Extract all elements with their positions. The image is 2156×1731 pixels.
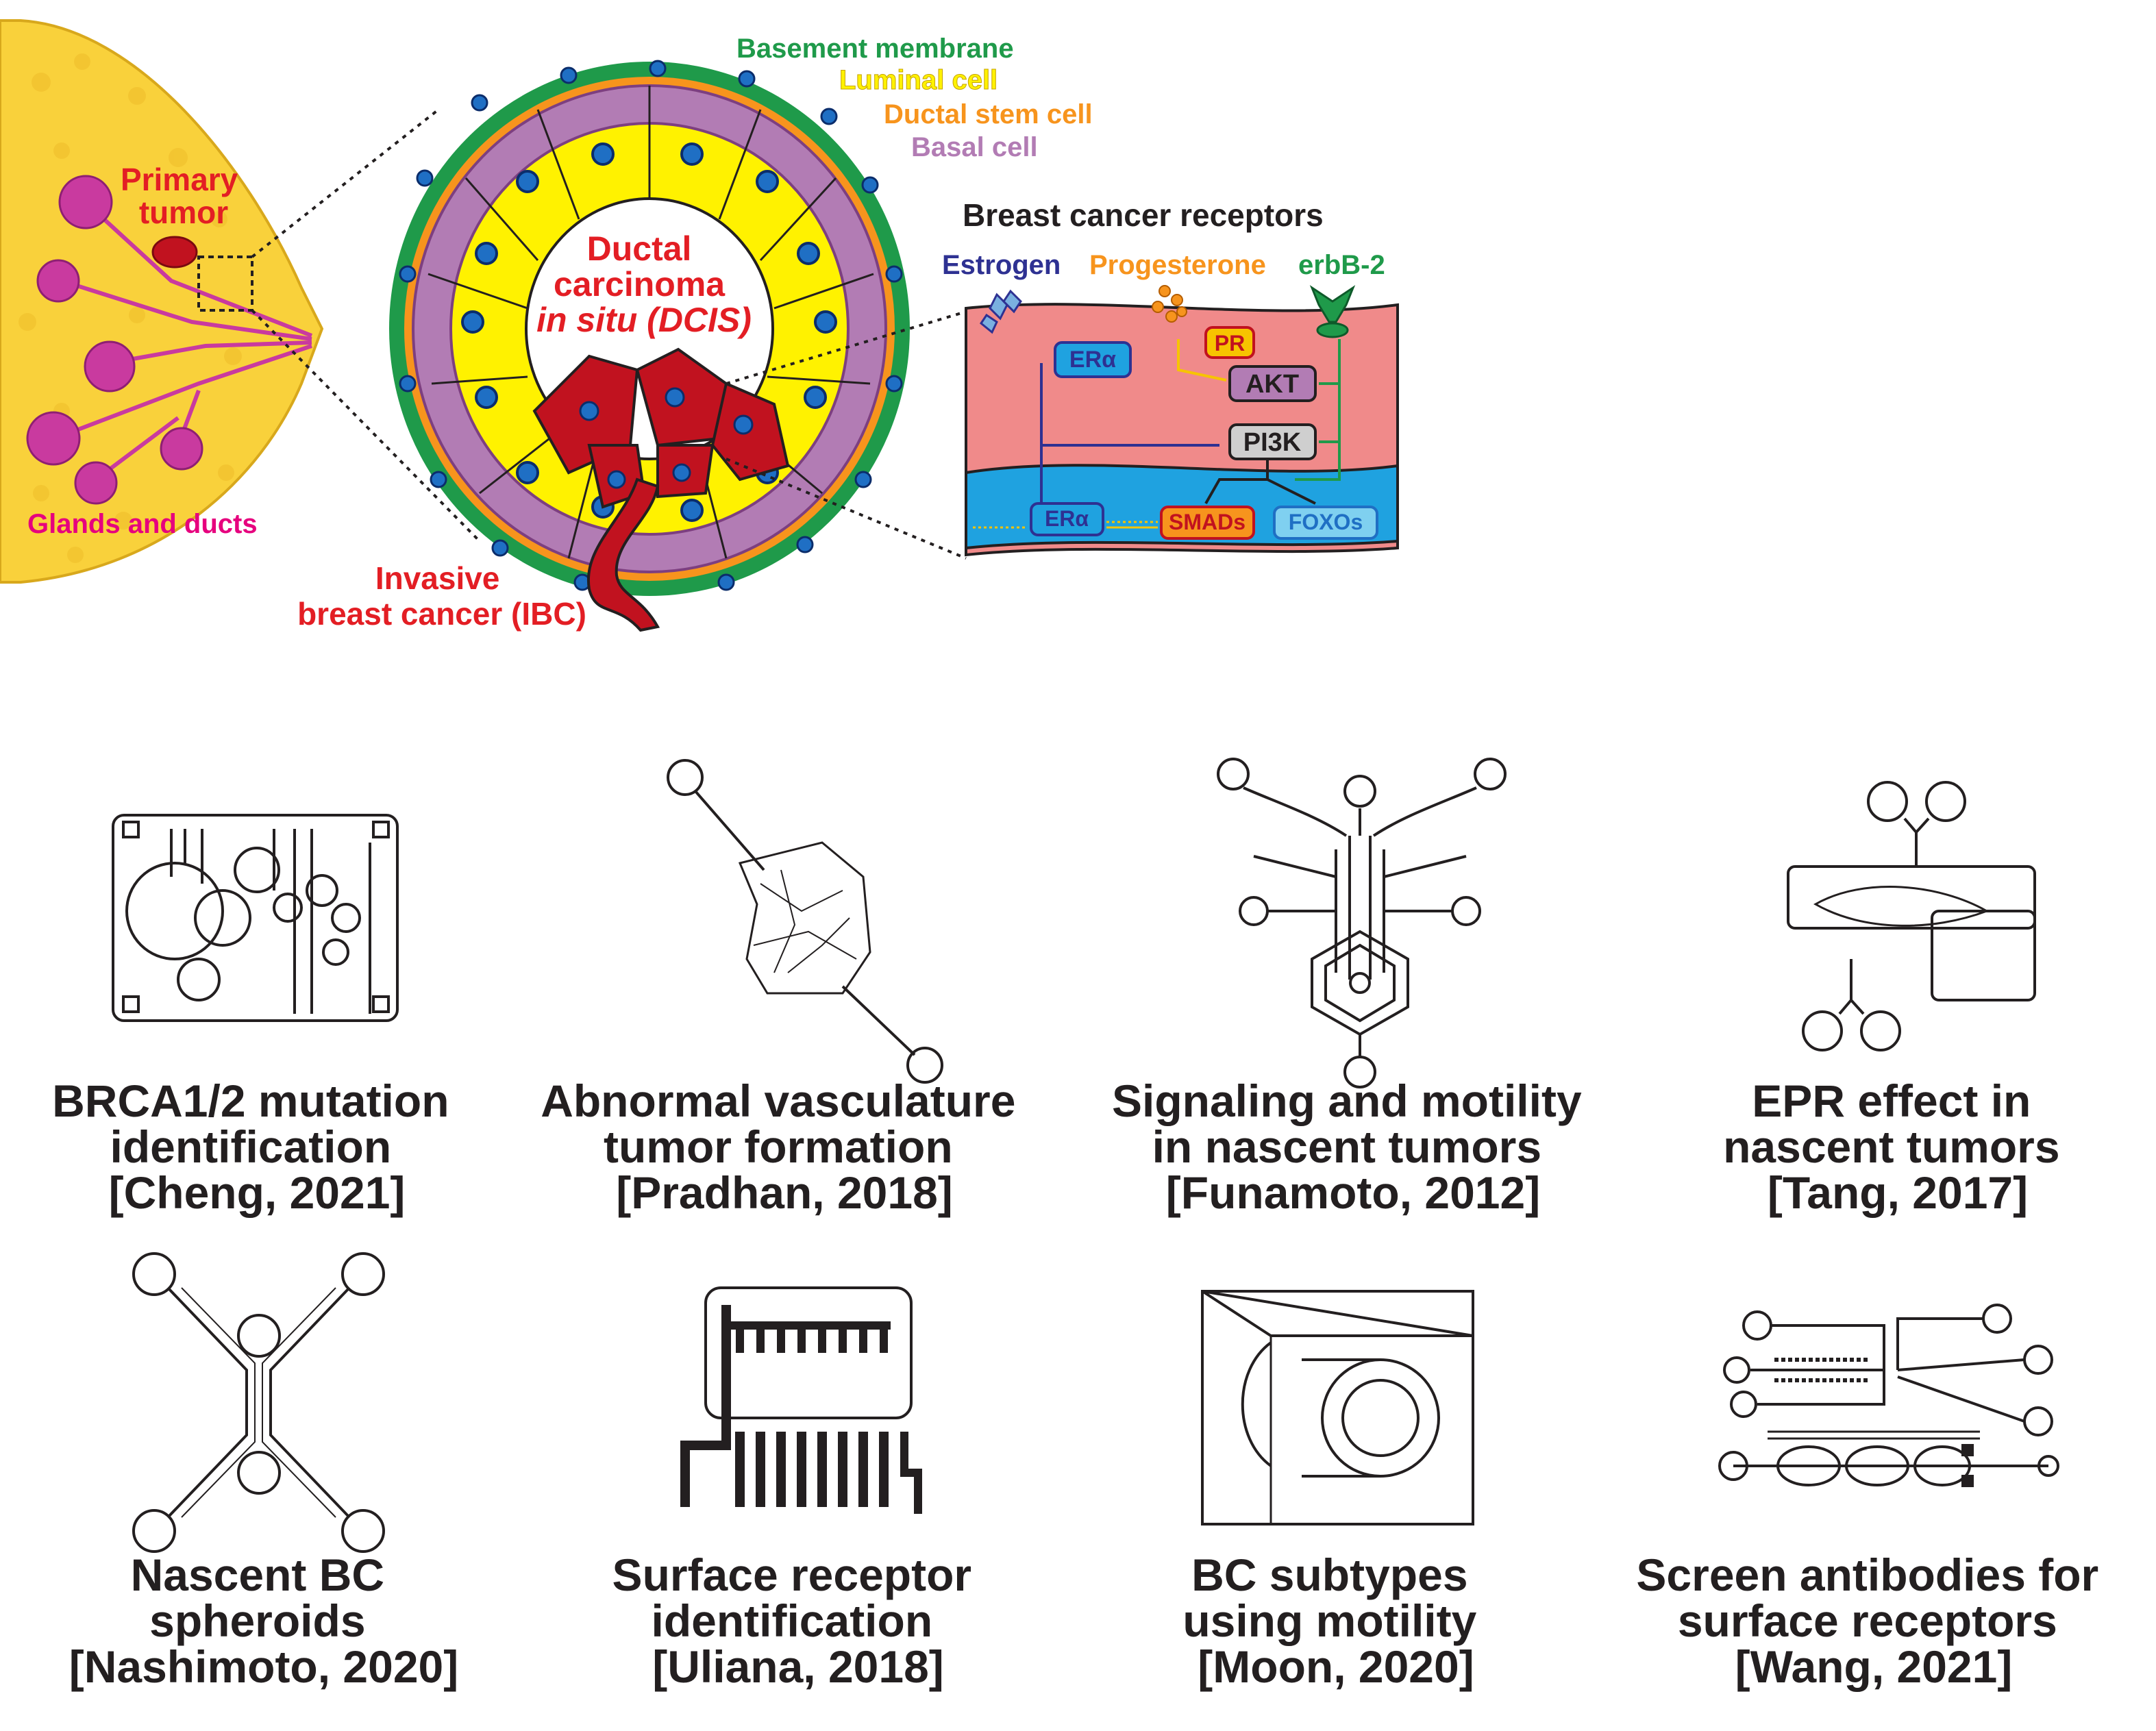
progesterone-label: Progesterone bbox=[1089, 250, 1266, 280]
estrogen-ligand-icon bbox=[979, 289, 1022, 334]
dna-strands bbox=[973, 521, 1158, 529]
glands-ducts-label: Glands and ducts bbox=[27, 509, 258, 539]
spheroid-chip-icon bbox=[132, 1252, 385, 1553]
breast-anatomy: Primary tumor Glands and ducts bbox=[0, 19, 324, 584]
erbb2-label: erbB-2 bbox=[1298, 250, 1385, 280]
akt-box bbox=[1228, 365, 1317, 402]
foxos-box bbox=[1273, 506, 1378, 540]
smads-label: SMADs bbox=[1169, 510, 1246, 534]
pi3k-box bbox=[1228, 423, 1317, 460]
dcis-label: Ductal carcinoma in situ (DCIS) bbox=[536, 229, 752, 339]
dcis-nuclei bbox=[579, 387, 754, 489]
er-alpha-membrane-box bbox=[1054, 341, 1132, 378]
basal-nuclei bbox=[399, 60, 903, 591]
ductal-stem-cell-label: Ductal stem cell bbox=[884, 99, 1093, 129]
caption-surface-receptor: Surface receptor identification [Uliana,… bbox=[612, 1549, 984, 1692]
epr-chip-icon bbox=[1787, 781, 2036, 1051]
device-captions: BRCA1/2 mutation identification [Cheng, … bbox=[52, 1075, 2111, 1692]
vasculature-chip-icon bbox=[667, 759, 943, 1084]
primary-tumor-label: Primary tumor bbox=[121, 162, 247, 230]
caption-epr: EPR effect in nascent tumors [Tang, 2017… bbox=[1723, 1075, 2072, 1218]
estrogen-label: Estrogen bbox=[942, 250, 1061, 280]
pr-box bbox=[1204, 326, 1255, 359]
ibc-label: Invasive breast cancer (IBC) bbox=[297, 560, 586, 632]
electrode-chip-icon bbox=[680, 1286, 922, 1514]
zoom-lines-receptors bbox=[726, 310, 967, 560]
breast-shape bbox=[0, 19, 324, 584]
basal-cell-label: Basal cell bbox=[911, 132, 1038, 162]
er-alpha-nucleus-box bbox=[1030, 502, 1104, 536]
cube-chip-icon bbox=[1201, 1290, 1474, 1525]
zoom-lines bbox=[251, 108, 481, 543]
pi3k-label: PI3K bbox=[1243, 428, 1302, 457]
smads-box bbox=[1160, 506, 1255, 540]
er-alpha-membrane-label: ERα bbox=[1069, 347, 1116, 373]
device-icons bbox=[112, 758, 2036, 1088]
invasive-tumor-strand bbox=[586, 477, 660, 632]
receptor-signaling: Breast cancer receptors Estrogen Progest… bbox=[942, 197, 1399, 557]
basement-membrane-label: Basement membrane bbox=[736, 34, 1014, 64]
caption-spheroids: Nascent BC spheroids [Nashimoto, 2020] bbox=[69, 1549, 458, 1692]
pr-label: PR bbox=[1215, 331, 1245, 356]
pathway-arrows bbox=[1040, 339, 1341, 521]
device-icons-row2 bbox=[132, 1252, 2059, 1553]
signaling-chip-icon bbox=[1217, 758, 1507, 1088]
caption-signaling: Signaling and motility in nascent tumors… bbox=[1112, 1075, 1594, 1218]
progesterone-ligand-icon bbox=[1152, 285, 1187, 323]
caption-antibodies: Screen antibodies for surface receptors … bbox=[1636, 1549, 2111, 1692]
luminal-cell-label: Luminal cell bbox=[839, 65, 998, 95]
antibody-chip-icon bbox=[1718, 1304, 2059, 1487]
akt-label: AKT bbox=[1246, 370, 1299, 399]
primary-tumor-mass bbox=[151, 236, 198, 269]
foxos-label: FOXOs bbox=[1289, 510, 1363, 534]
caption-subtypes: BC subtypes using motility [Moon, 2020] bbox=[1182, 1549, 1489, 1692]
cell-borders bbox=[428, 86, 874, 559]
brca-chip-icon bbox=[112, 814, 399, 1022]
glands bbox=[26, 175, 203, 505]
receptors-title: Breast cancer receptors bbox=[963, 197, 1324, 233]
er-alpha-nucleus-label: ERα bbox=[1045, 506, 1089, 531]
erbb2-receptor-icon bbox=[1309, 285, 1356, 338]
caption-vasculature: Abnormal vasculature tumor formation [Pr… bbox=[541, 1075, 1028, 1218]
caption-brca: BRCA1/2 mutation identification [Cheng, … bbox=[52, 1075, 462, 1218]
duct-cross-section: Ductal carcinoma in situ (DCIS) Invasive… bbox=[297, 60, 910, 632]
zoom-box bbox=[197, 256, 253, 312]
